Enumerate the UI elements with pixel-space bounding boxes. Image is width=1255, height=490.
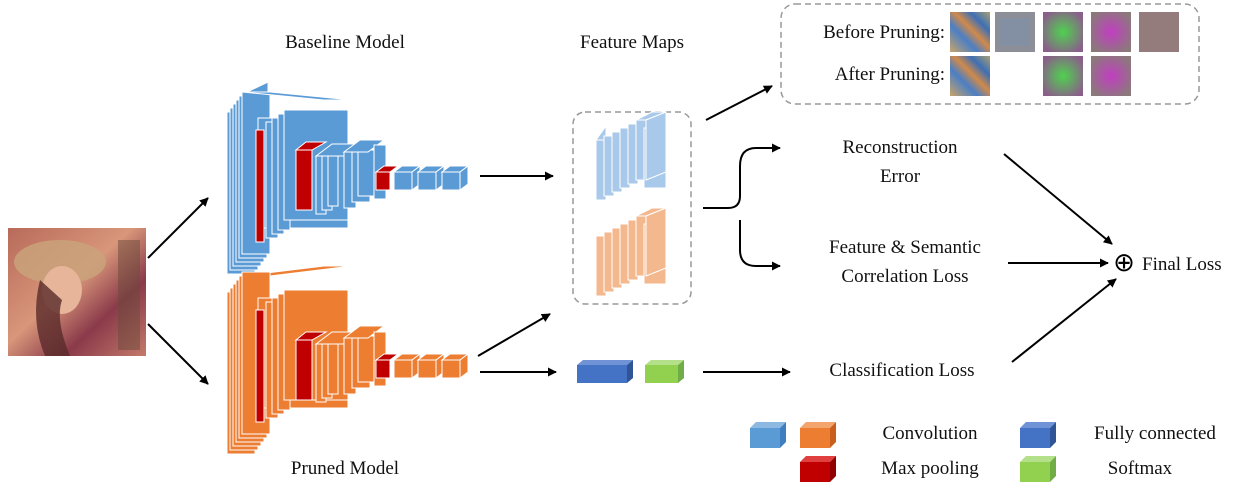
legend-maxpool-icon (800, 456, 836, 482)
pruned-maxpool-2 (295, 339, 313, 401)
arrow-pruned-to-features (477, 313, 551, 357)
input-image (8, 228, 146, 356)
pruning-comparison-box (780, 3, 1200, 105)
legend: Convolution Fully connected Max pooling … (750, 422, 1216, 482)
arrow-input-to-baseline (147, 197, 209, 259)
fc-block (577, 360, 633, 383)
arrow-features-to-comparison (705, 85, 773, 121)
legend-conv-blue-icon (750, 422, 786, 448)
thumb-stripe (950, 12, 990, 52)
legend-convolution-label: Convolution (882, 423, 978, 444)
baseline-maxpool-3 (375, 171, 391, 191)
thumb-grey (1139, 12, 1179, 52)
baseline-feature-maps (595, 111, 667, 202)
arrow-recon-to-final (1003, 153, 1113, 245)
pruned-model-title: Pruned Model (291, 458, 399, 479)
pruned-maxpool-1 (255, 309, 265, 423)
legend-softmax-label: Softmax (1108, 458, 1173, 479)
baseline-network (226, 81, 470, 275)
after-pruning-thumbnails (950, 56, 1131, 96)
baseline-maxpool-2 (295, 149, 313, 211)
reconstruction-label: Reconstruction (842, 137, 958, 158)
softmax-block (645, 360, 684, 383)
arrow-input-to-pruned (147, 323, 209, 385)
thumb-magenta (1091, 12, 1131, 52)
pruned-feature-maps (595, 207, 667, 297)
legend-conv-orange-icon (800, 422, 836, 448)
correlation-label-2: Correlation Loss (841, 266, 968, 287)
brace (703, 147, 778, 267)
legend-fully-connected-label: Fully connected (1094, 423, 1216, 444)
feature-maps-title: Feature Maps (580, 32, 684, 53)
thumb-green (1043, 12, 1083, 52)
plus-icon: ⊕ (1113, 248, 1135, 278)
baseline-model-title: Baseline Model (285, 32, 405, 53)
legend-max-pooling-label: Max pooling (881, 458, 979, 479)
pruned-maxpool-3 (375, 359, 391, 379)
pruned-network (226, 265, 470, 455)
classification-loss-label: Classification Loss (829, 360, 974, 381)
arrow-cls-to-final (1011, 278, 1117, 363)
reconstruction-label-2: Error (880, 166, 921, 187)
correlation-label: Feature & Semantic (829, 237, 981, 258)
after-pruning-label: After Pruning: (835, 64, 945, 85)
before-pruning-thumbnails (950, 12, 1179, 52)
baseline-maxpool-1 (255, 129, 265, 243)
legend-softmax-icon (1020, 456, 1056, 482)
final-loss-label: Final Loss (1142, 254, 1222, 275)
before-pruning-label: Before Pruning: (823, 22, 945, 43)
legend-fc-icon (1020, 422, 1056, 448)
